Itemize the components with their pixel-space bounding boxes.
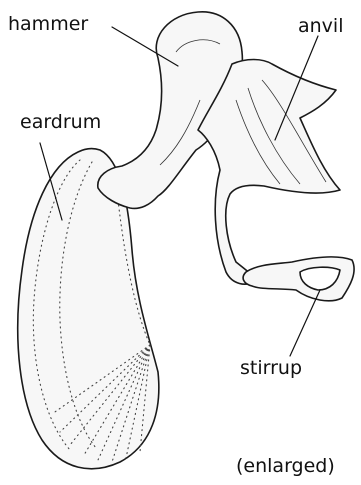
enlarged-note: (enlarged) bbox=[236, 455, 335, 477]
eardrum-label: eardrum bbox=[20, 111, 101, 133]
stirrup-label: stirrup bbox=[240, 357, 302, 379]
hammer-label: hammer bbox=[8, 13, 88, 35]
stirrup-leader-line bbox=[290, 290, 320, 356]
anvil-outline bbox=[198, 60, 340, 285]
anvil-label: anvil bbox=[298, 15, 344, 37]
anvil-illustration bbox=[198, 60, 340, 285]
stirrup-illustration bbox=[243, 257, 354, 301]
